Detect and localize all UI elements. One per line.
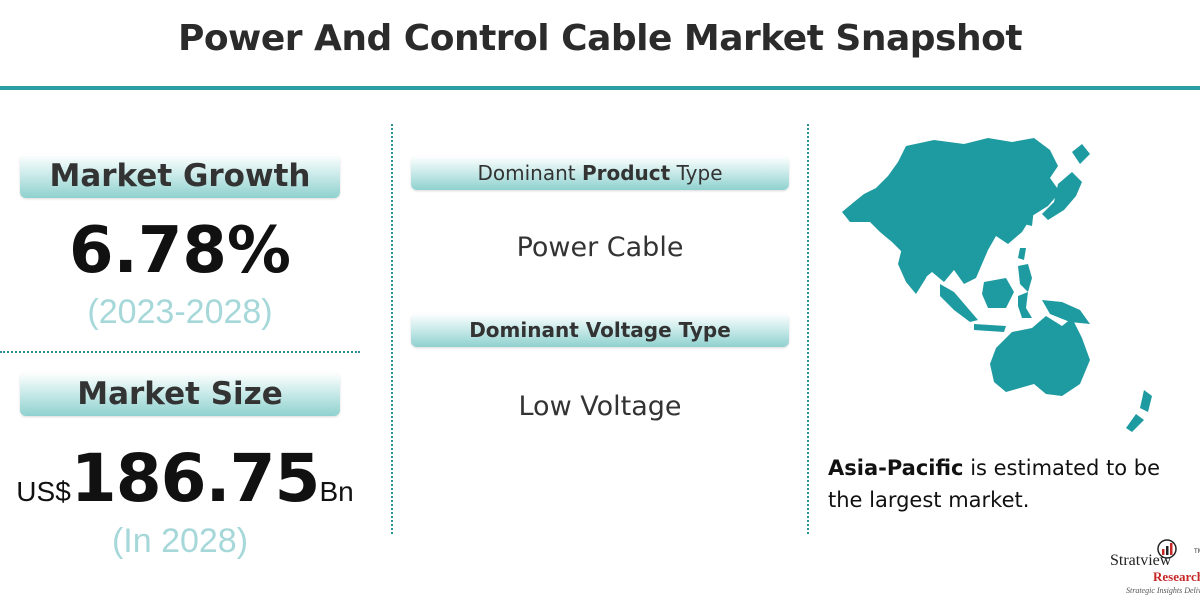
- title-divider: [0, 86, 1200, 90]
- dominant-voltage-value: Low Voltage: [518, 391, 682, 422]
- dominant-product-label-start: Dominant: [477, 161, 576, 185]
- dominant-product-label-bold: Product: [581, 161, 671, 185]
- logo-tm: TM: [1194, 548, 1200, 555]
- asia-pacific-map-icon: [842, 138, 1152, 432]
- logo-name: Stratview: [1110, 552, 1172, 569]
- market-growth-label: Market Growth: [20, 154, 340, 198]
- column-divider-right: [807, 124, 809, 534]
- dominant-product-label-end: Type: [676, 161, 723, 185]
- market-size-prefix: US$: [16, 476, 71, 507]
- column-divider-left: [391, 124, 393, 534]
- logo-tagline: Strategic Insights Delivered: [1126, 586, 1200, 595]
- market-size-row: US$186.75Bn: [0, 440, 370, 517]
- region-name: Asia-Pacific: [828, 456, 964, 480]
- left-divider: [0, 351, 360, 353]
- market-growth-value: 6.78%: [68, 214, 292, 288]
- market-growth-period: (2023-2028): [87, 293, 273, 331]
- dominant-product-label: Dominant Product Type: [411, 156, 789, 190]
- stratview-logo: TM Stratview Research Strategic Insights…: [1110, 538, 1200, 600]
- logo-subname: Research: [1153, 569, 1200, 584]
- page-title: Power And Control Cable Market Snapshot: [177, 18, 1023, 59]
- region-statement: Asia-Pacific is estimated to be the larg…: [828, 452, 1200, 516]
- market-size-period: (In 2028): [111, 522, 249, 560]
- region-rest: is estimated to be the largest market.: [828, 456, 1161, 512]
- dominant-voltage-label: Dominant Voltage Type: [411, 313, 789, 347]
- logo-chart-icon: [1157, 539, 1177, 559]
- market-size-suffix: Bn: [319, 476, 354, 507]
- market-size-label: Market Size: [20, 372, 340, 416]
- market-size-value: 186.75: [70, 440, 321, 517]
- dominant-product-value: Power Cable: [516, 232, 684, 263]
